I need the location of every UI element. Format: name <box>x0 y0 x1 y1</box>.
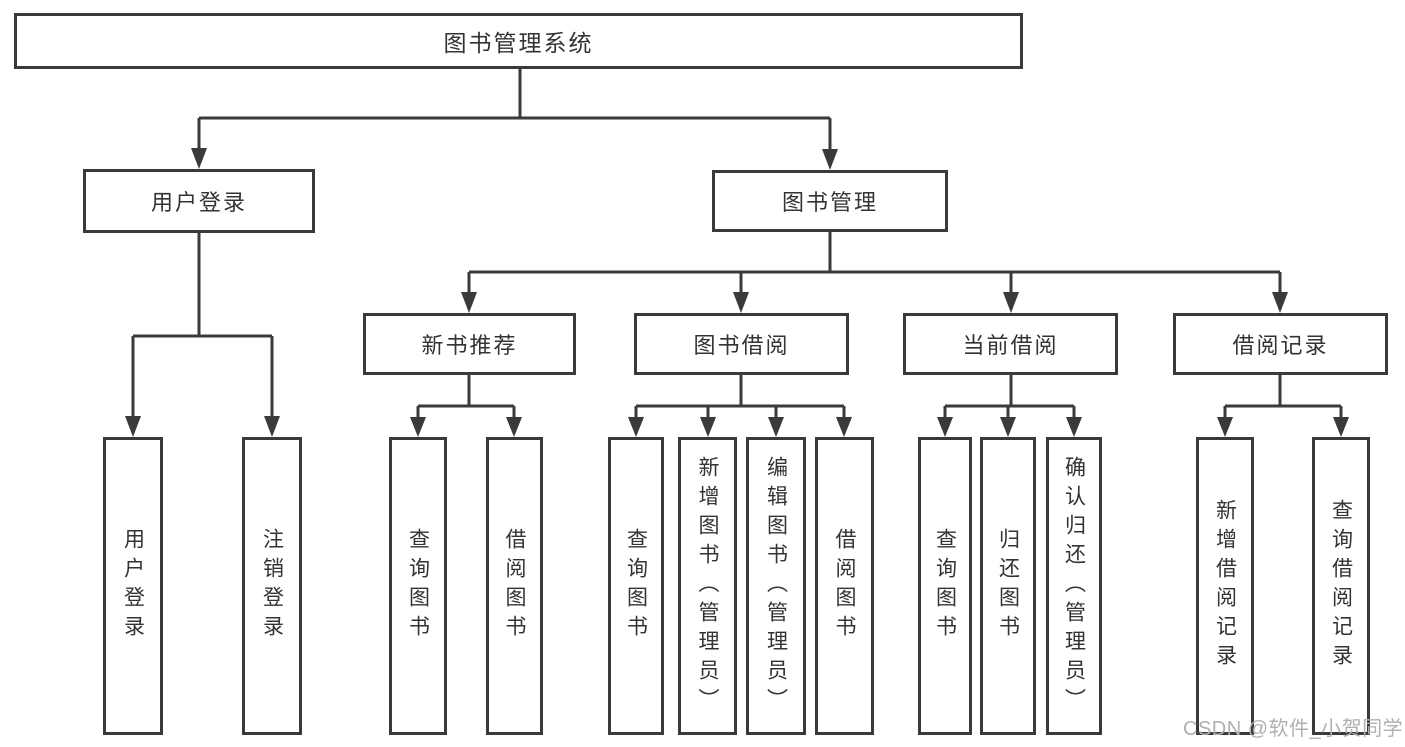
leaf-label: 确认归还（管理员） <box>1062 455 1086 717</box>
leaf-label: 查询图书 <box>933 528 957 644</box>
connector-borrow-records-to-leaves <box>1217 375 1349 437</box>
node-label: 图书管理 <box>781 190 878 215</box>
connector-user-login-to-leaves <box>125 233 280 437</box>
leaf-confirm-return-admin: 确认归还（管理员） <box>1046 437 1102 735</box>
node-current-borrow: 当前借阅 <box>903 313 1118 375</box>
leaf-label: 借阅图书 <box>833 528 856 644</box>
node-book-management: 图书管理 <box>712 170 948 232</box>
connector-book-management-to-level3 <box>461 232 1288 313</box>
leaf-label: 查询借阅记录 <box>1329 499 1353 673</box>
arrow-down-icon <box>191 148 207 169</box>
node-label: 用户登录 <box>150 190 247 215</box>
arrow-down-icon <box>768 417 784 437</box>
connector-line <box>197 68 832 149</box>
connector-line <box>131 233 274 416</box>
leaf-query-borrow-record: 查询借阅记录 <box>1312 437 1370 735</box>
leaf-borrow-book: 借阅图书 <box>815 437 874 735</box>
arrow-down-icon <box>1003 292 1019 313</box>
node-label: 借阅记录 <box>1232 333 1329 358</box>
node-label: 新书推荐 <box>421 333 518 358</box>
node-user-login: 用户登录 <box>83 169 315 233</box>
connector-line <box>467 232 1282 292</box>
arrow-down-icon <box>461 292 477 313</box>
leaf-user-login: 用户登录 <box>103 437 163 735</box>
arrow-down-icon <box>836 417 852 437</box>
connector-line <box>943 375 1076 417</box>
arrow-down-icon <box>506 417 522 437</box>
leaf-query-book-borrow: 查询图书 <box>608 437 664 735</box>
arrow-down-icon <box>700 417 716 437</box>
arrow-down-icon <box>1000 417 1016 437</box>
connector-new-book-recommend-to-leaves <box>410 375 522 437</box>
connector-current-borrow-to-leaves <box>937 375 1082 437</box>
connector-line <box>1223 375 1343 417</box>
leaf-label: 查询图书 <box>406 528 430 644</box>
leaf-borrow-book-recommend: 借阅图书 <box>486 437 543 735</box>
leaf-label: 查询图书 <box>624 528 648 644</box>
connector-book-borrow-to-leaves <box>628 375 852 437</box>
connector-line <box>634 375 846 417</box>
arrow-down-icon <box>410 417 426 437</box>
arrow-down-icon <box>1333 417 1349 437</box>
leaf-label: 编辑图书（管理员） <box>764 455 788 717</box>
arrow-down-icon <box>1272 292 1288 313</box>
node-label: 当前借阅 <box>962 333 1059 358</box>
leaf-label: 新增借阅记录 <box>1213 499 1237 673</box>
leaf-logout: 注销登录 <box>242 437 302 735</box>
node-label: 图书管理系统 <box>443 30 594 56</box>
node-new-book-recommend: 新书推荐 <box>363 313 576 375</box>
arrow-down-icon <box>628 417 644 437</box>
connector-line <box>416 375 516 417</box>
arrow-down-icon <box>264 416 280 437</box>
arrow-down-icon <box>822 149 838 170</box>
connector-root-to-level2 <box>191 68 838 170</box>
arrow-down-icon <box>1217 417 1233 437</box>
leaf-query-book-recommend: 查询图书 <box>389 437 447 735</box>
leaf-label: 注销登录 <box>260 528 284 644</box>
node-borrow-records: 借阅记录 <box>1173 313 1388 375</box>
node-label: 图书借阅 <box>693 333 790 358</box>
node-library-system: 图书管理系统 <box>14 13 1023 69</box>
leaf-add-book-admin: 新增图书（管理员） <box>678 437 737 735</box>
leaf-return-book: 归还图书 <box>980 437 1036 735</box>
leaf-label: 新增图书（管理员） <box>696 455 719 717</box>
leaf-add-borrow-record: 新增借阅记录 <box>1196 437 1254 735</box>
arrow-down-icon <box>125 416 141 437</box>
node-book-borrow: 图书借阅 <box>634 313 849 375</box>
leaf-edit-book-admin: 编辑图书（管理员） <box>746 437 806 735</box>
leaf-query-book-current: 查询图书 <box>918 437 972 735</box>
leaf-label: 归还图书 <box>996 528 1020 644</box>
arrow-down-icon <box>1066 417 1082 437</box>
watermark-text: CSDN @软件_小贺同学 <box>1183 718 1404 740</box>
arrow-down-icon <box>733 292 749 313</box>
leaf-label: 借阅图书 <box>503 528 526 644</box>
arrow-down-icon <box>937 417 953 437</box>
leaf-label: 用户登录 <box>121 528 145 644</box>
